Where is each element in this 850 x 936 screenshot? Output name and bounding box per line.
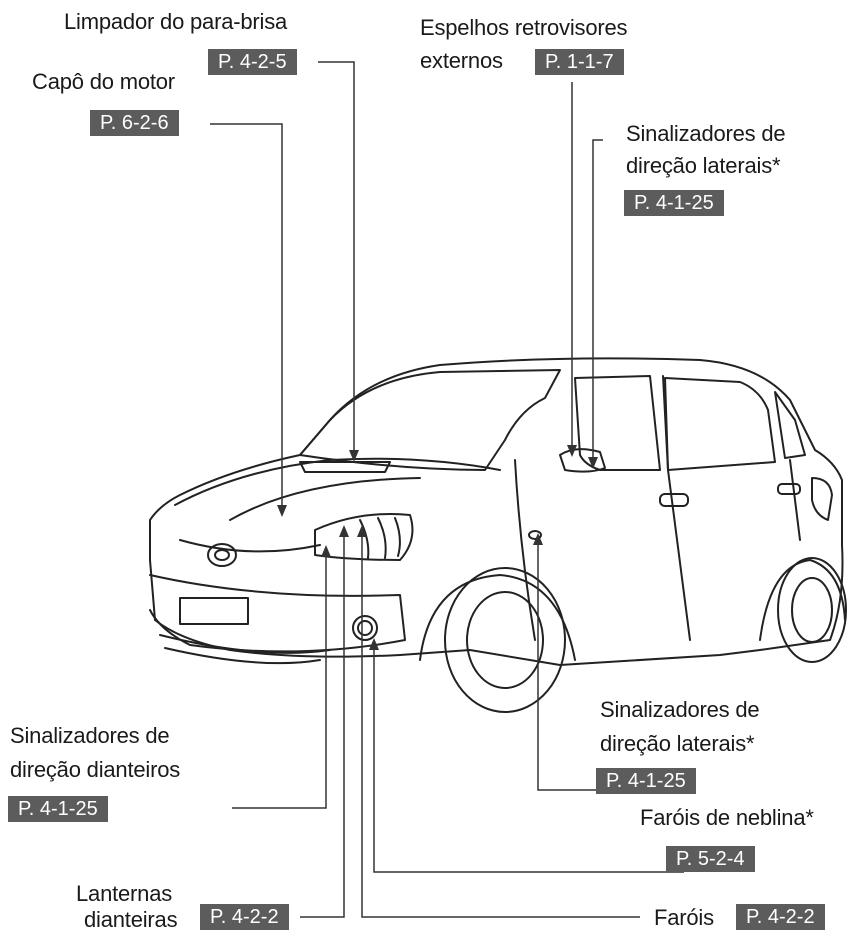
headlights-label: Faróis: [654, 905, 714, 930]
rear-door-line: [789, 459, 801, 541]
side-signals-top-ref-badge[interactable]: P. 4-1-25: [624, 190, 724, 216]
license-plate: [179, 597, 249, 625]
front-grille: [179, 539, 321, 553]
hood-label: Capô do motor: [32, 69, 175, 94]
side-signal-top-leader: [592, 139, 603, 462]
front-door-window: [574, 375, 661, 471]
car-body-outline: [149, 357, 844, 666]
hood-ref-badge[interactable]: P. 6-2-6: [90, 110, 179, 136]
headlights-ref-badge[interactable]: P. 4-2-2: [736, 904, 825, 930]
fog-lights-label: Faróis de neblina*: [640, 805, 814, 830]
front-door-handle: [659, 493, 689, 507]
side-signals-bottom-line2: direção laterais*: [600, 731, 755, 756]
side-signals-top-line2: direção laterais*: [626, 153, 781, 178]
tail-light: [811, 477, 833, 521]
fog-light: [352, 615, 378, 641]
fog-leader: [373, 645, 684, 873]
hood-crease: [229, 477, 421, 521]
side-signals-bottom-ref-badge[interactable]: P. 4-1-25: [596, 768, 696, 794]
wiper-leader: [318, 61, 355, 455]
front-lamps-ref-badge[interactable]: P. 4-2-2: [200, 904, 289, 930]
rear-door-handle: [777, 483, 801, 495]
mirrors-label-line2: externos: [420, 48, 503, 73]
mirrors-label-line1: Espelhos retrovisores: [420, 15, 628, 40]
front-lamps-line1: Lanternas: [76, 881, 173, 906]
rear-door-window: [664, 377, 776, 471]
wiper-ref-badge[interactable]: P. 4-2-5: [208, 49, 297, 75]
front-lamps-line2: dianteiras: [84, 907, 178, 932]
b-pillar-line: [662, 375, 691, 641]
windshield: [299, 369, 561, 471]
front-signals-ref-badge[interactable]: P. 4-1-25: [8, 796, 108, 822]
front-wheel: [444, 567, 566, 713]
wiper-label: Limpador do para-brisa: [64, 9, 288, 34]
headlight-leader: [361, 532, 640, 918]
front-wheel-arch: [419, 574, 576, 661]
front-door-line: [514, 459, 536, 641]
front-lamp-leader: [300, 532, 345, 918]
side-signal-bottom-leader: [537, 540, 598, 791]
rear-wheel: [777, 557, 847, 663]
mirrors-ref-badge[interactable]: P. 1-1-7: [535, 49, 624, 75]
rear-wheel-arch: [759, 559, 846, 641]
rear-quarter-window: [774, 391, 806, 459]
side-turn-signal: [528, 530, 542, 540]
fog-lights-ref-badge[interactable]: P. 5-2-4: [666, 846, 755, 872]
front-signals-line2: direção dianteiros: [10, 757, 181, 782]
front-signal-leader: [232, 553, 327, 809]
emblem: [207, 543, 237, 567]
hood-leader: [210, 123, 283, 510]
side-signals-top-line1: Sinalizadores de: [626, 121, 786, 146]
wiper-cowl: [299, 461, 391, 473]
front-signals-line1: Sinalizadores de: [10, 723, 170, 748]
side-signals-bottom-line1: Sinalizadores de: [600, 697, 760, 722]
hood-line: [174, 457, 501, 506]
